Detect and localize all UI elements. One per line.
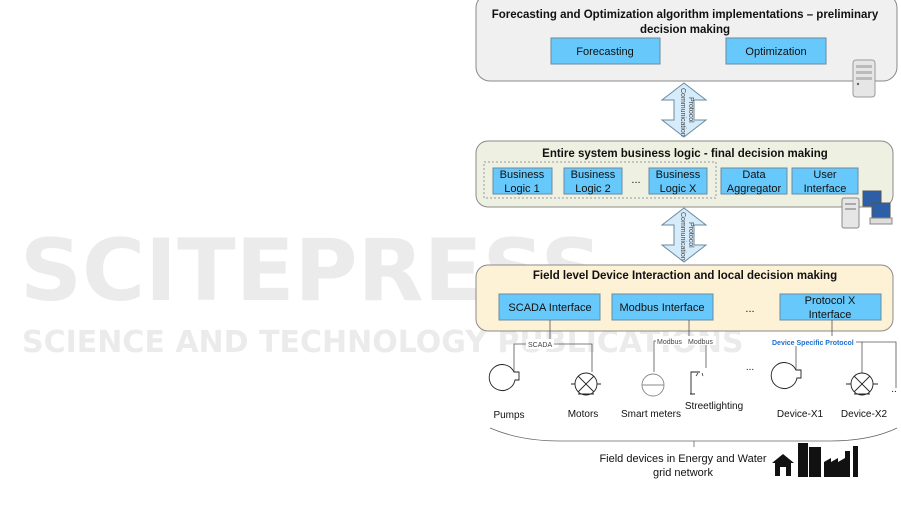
motor-icon [571,372,601,396]
communication-protocol-arrow: Communication Protocol [660,207,708,263]
arrow-label: Communication [679,212,686,261]
device-label: Device-X2 [841,409,888,420]
optimization-module [725,37,827,65]
business-logic-1-module: Business Logic 1 [492,167,553,195]
user-interface-module: User Interface [791,167,859,195]
business-logic-layer: Entire system business logic - final dec… [475,140,894,229]
module-label: Optimization [745,46,806,58]
arrow-label: Protocol [687,222,694,248]
svg-text:Modbus Interface: Modbus Interface [620,302,705,314]
module-label: Forecasting [576,46,633,58]
svg-text:Logic X: Logic X [660,183,697,195]
arrow-label: Communication [679,88,686,137]
svg-text:Business: Business [571,169,616,181]
device-label: Pumps [493,410,524,421]
footer-caption: Field devices in Energy and Water [599,453,766,465]
pump-icon [770,362,802,389]
communication-protocol-arrow: Communication Protocol [660,82,708,138]
motor-icon [846,372,878,396]
svg-text:Aggregator: Aggregator [727,183,782,195]
svg-text:Protocol X: Protocol X [805,295,856,307]
device-label: Smart meters [621,409,681,420]
ellipsis: .. [891,384,897,395]
layer-title: Forecasting and Optimization algorithm i… [492,9,879,21]
modbus-protocol-label: Modbus [688,339,713,346]
grouping-brace [489,427,898,447]
svg-text:User: User [813,169,837,181]
workstation-icon [841,190,893,229]
ellipsis: ... [631,174,640,186]
svg-text:Data: Data [742,169,766,181]
svg-text:SCADA Interface: SCADA Interface [508,302,591,314]
footer-caption: grid network [653,467,713,479]
device-label: Device-X1 [777,409,824,420]
modbus-protocol-label: Modbus [657,339,682,346]
server-icon [852,59,876,98]
forecasting-module [550,37,661,65]
svg-text:Logic 2: Logic 2 [575,183,610,195]
business-logic-2-module: Business Logic 2 [563,167,623,195]
modbus-interface-module: Modbus Interface [611,293,714,321]
layer-title: decision making [640,24,730,36]
svg-text:Logic 1: Logic 1 [504,183,539,195]
forecasting-optimization-layer: Forecasting and Optimization algorithm i… [475,0,898,98]
streetlight-icon [690,371,704,395]
ellipsis: ... [746,362,754,373]
data-aggregator-module: Data Aggregator [720,167,788,195]
svg-text:Interface: Interface [804,183,847,195]
smart-meter-icon [641,373,665,397]
layer-title: Field level Device Interaction and local… [533,270,837,282]
layer-title: Entire system business logic - final dec… [542,148,828,160]
field-level-layer: Field level Device Interaction and local… [475,264,894,332]
svg-text:Interface: Interface [809,309,852,321]
ellipsis: ... [745,303,754,315]
buildings-icon [772,443,858,477]
device-label: Streetlighting [685,401,743,412]
scada-interface-module: SCADA Interface [498,293,601,321]
scada-protocol-label: SCADA [528,342,552,349]
svg-text:Business: Business [500,169,545,181]
device-label: Motors [568,409,599,420]
protocol-x-interface-module: Protocol X Interface [779,293,882,321]
svg-text:Business: Business [656,169,701,181]
arrow-label: Protocol [687,97,694,123]
pump-icon [488,364,520,391]
business-logic-x-module: Business Logic X [648,167,708,195]
device-specific-protocol-label: Device Specific Protocol [772,340,854,347]
